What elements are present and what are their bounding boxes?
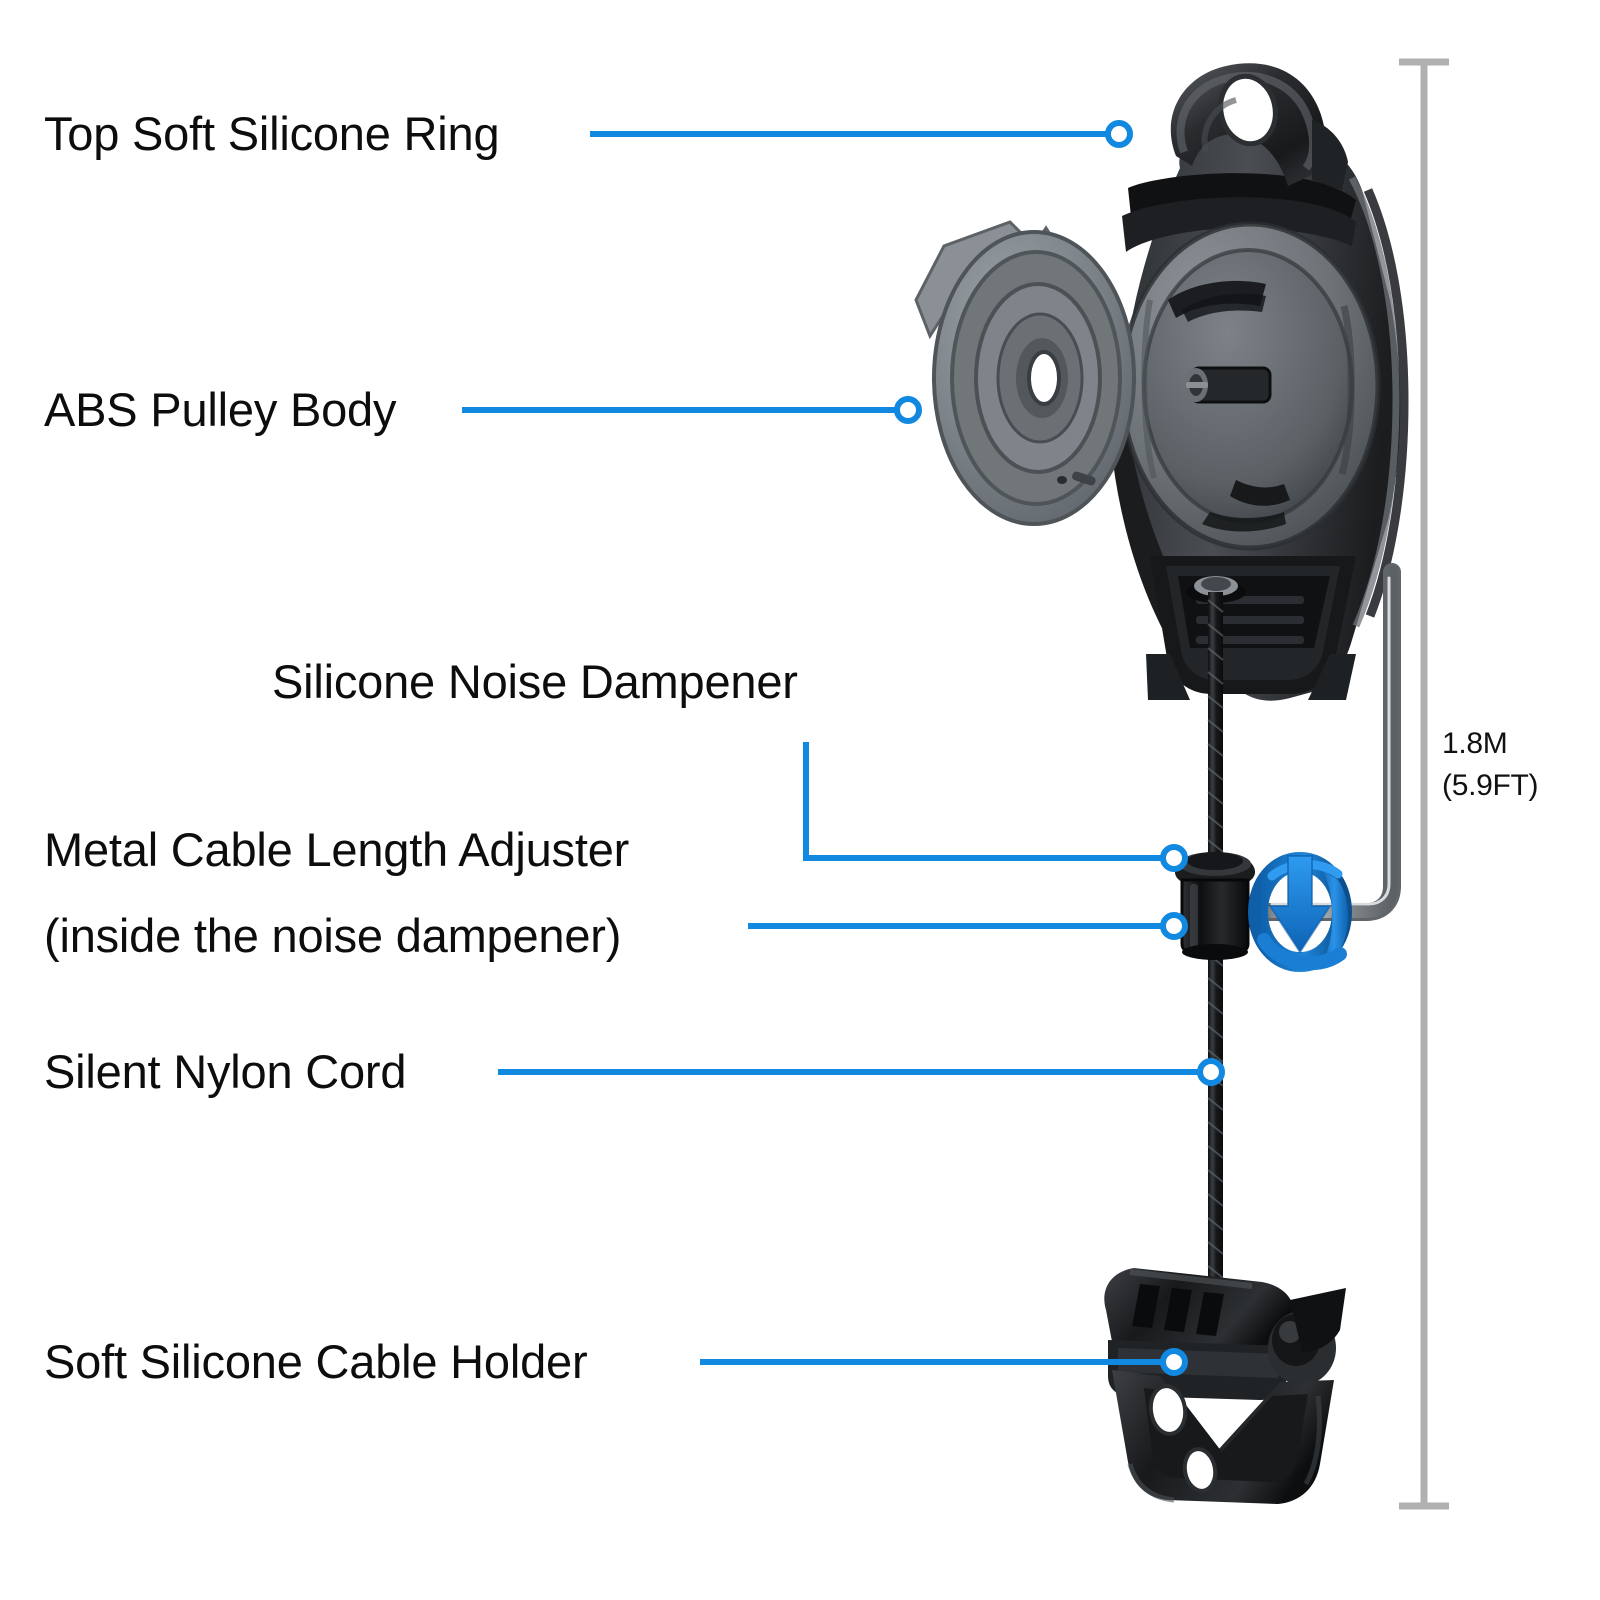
dimension-value-imperial: (5.9FT) bbox=[1442, 769, 1539, 802]
callout-label-soft-silicone-cable-holder: Soft Silicone Cable Holder bbox=[44, 1335, 588, 1388]
leader-silicone-noise-dampener bbox=[803, 742, 1168, 861]
pulley-wheel-disc bbox=[914, 220, 1136, 526]
top-soft-silicone-ring-graphic bbox=[1170, 63, 1348, 190]
abs-pulley-body-graphic bbox=[1107, 128, 1409, 701]
hex-key-icon bbox=[1257, 563, 1401, 921]
callout-label-metal-cable-length-adjuster: Metal Cable Length Adjuster bbox=[44, 823, 630, 876]
rotate-arrow-icon bbox=[1247, 851, 1353, 973]
callout-label-metal-cable-length-adjuster-note: (inside the noise dampener) bbox=[44, 909, 622, 962]
dimension-value-metric: 1.8M bbox=[1442, 727, 1508, 760]
ring-marker-icon-6 bbox=[1160, 1348, 1188, 1376]
silicone-noise-dampener-graphic bbox=[1175, 852, 1255, 960]
ring-marker-icon-3 bbox=[1160, 844, 1188, 872]
callout-label-abs-pulley-body: ABS Pulley Body bbox=[44, 383, 397, 436]
ring-marker-icon-2 bbox=[894, 396, 922, 424]
callout-label-silicone-noise-dampener: Silicone Noise Dampener bbox=[272, 655, 798, 708]
ring-marker-icon-5 bbox=[1197, 1058, 1225, 1086]
axle-pin bbox=[1184, 366, 1272, 404]
soft-silicone-cable-holder-graphic bbox=[1104, 1268, 1346, 1504]
ring-marker-icon-4 bbox=[1160, 912, 1188, 940]
callout-label-top-soft-silicone-ring: Top Soft Silicone Ring bbox=[44, 107, 500, 160]
callout-label-silent-nylon-cord: Silent Nylon Cord bbox=[44, 1045, 407, 1098]
ring-marker-icon-1 bbox=[1105, 120, 1133, 148]
